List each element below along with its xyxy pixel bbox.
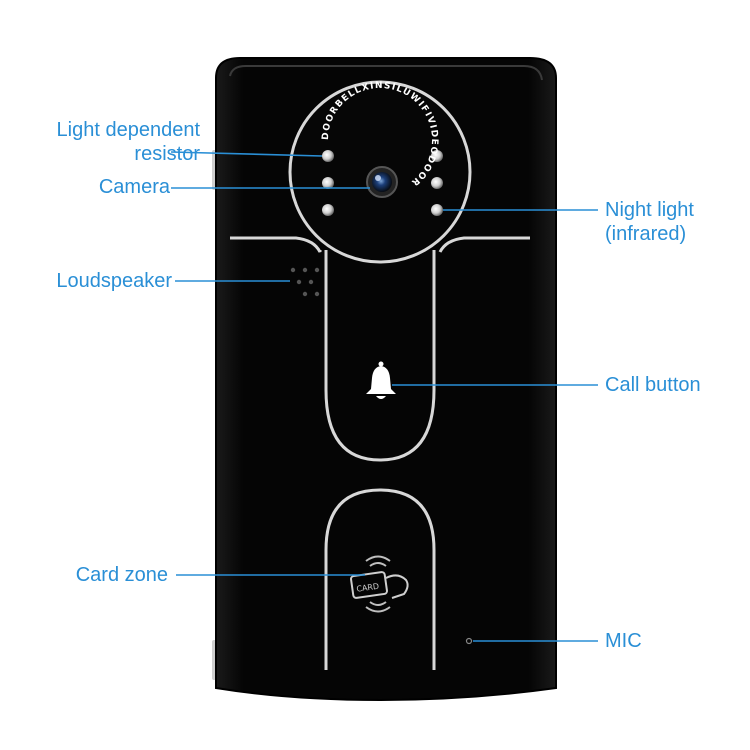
- night-light-label-line1: Night light: [605, 199, 694, 221]
- ir-led-right-3: [431, 204, 443, 216]
- trim-right: [438, 236, 530, 253]
- camera-lens-icon: [366, 166, 398, 198]
- ldr-label-line2: resistor: [134, 143, 200, 165]
- trim-left: [230, 236, 322, 253]
- body-highlight: [229, 65, 543, 81]
- camera-label: Camera: [98, 176, 170, 198]
- loudspeaker-label: Loudspeaker: [56, 270, 172, 292]
- rfid-card-icon: CARD: [350, 555, 409, 613]
- ir-led-right-1: [431, 150, 443, 162]
- ldr-label-line1: Light dependent: [56, 119, 200, 141]
- card-text: CARD: [356, 582, 380, 594]
- mic-label: MIC: [605, 630, 642, 652]
- ldr-leader-line: [170, 151, 323, 157]
- ir-led-left-3: [322, 204, 334, 216]
- mic-hole: [465, 637, 473, 645]
- ir-led-right-2: [431, 177, 443, 189]
- call-button-label: Call button: [605, 374, 701, 396]
- card-zone-label: Card zone: [75, 564, 168, 586]
- ldr-label: Light dependent resistor: [57, 118, 200, 166]
- night-light-label-line2: (infrared): [605, 223, 687, 245]
- ir-led-left-2: [322, 177, 334, 189]
- bell-icon: [366, 361, 396, 399]
- leader-lines: [170, 151, 598, 642]
- call-panel-outline: [324, 250, 436, 462]
- night-light-label: Night light (infrared): [605, 198, 694, 246]
- card-zone-outline: [324, 488, 436, 670]
- ldr-sensor: [322, 150, 334, 162]
- speaker-grille: [290, 267, 320, 297]
